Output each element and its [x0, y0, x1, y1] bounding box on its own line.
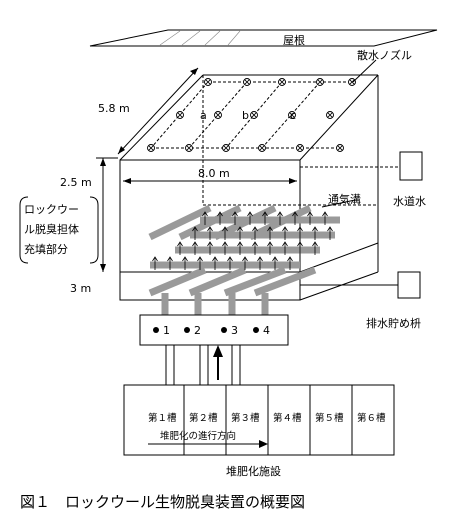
nozzle-icon: [176, 111, 184, 119]
nozzle-icon: [278, 78, 286, 86]
dim-width-label: 8.0 m: [198, 167, 230, 180]
row-label-b: b: [242, 109, 249, 122]
fan-box: 1 2 3 4: [139, 314, 289, 346]
nozzle-icon: [204, 78, 212, 86]
roof-label: 屋根: [283, 33, 305, 47]
dim-height-bottom-label: 3 m: [70, 282, 91, 295]
tank-2-label: 第２槽: [189, 412, 218, 424]
airflow-arrow: [312, 226, 318, 240]
tank-1-label: 第１槽: [148, 412, 177, 424]
duct-connectors: [161, 293, 269, 315]
nozzle-icon: [336, 144, 344, 152]
dim-depth: 5.8 m: [98, 67, 199, 155]
tap-water: 水道水: [300, 151, 426, 208]
row-label-c: c: [290, 109, 296, 122]
drain-tank: 排水貯め枡: [300, 271, 421, 330]
row-label-a: a: [200, 109, 207, 122]
airflow-arrow: [282, 241, 288, 255]
compost-facility-label: 堆肥化施設: [226, 464, 281, 478]
tank-5-label: 第５槽: [315, 412, 344, 424]
airflow-arrow: [292, 211, 298, 225]
packing-label-line-3: 充填部分: [24, 242, 68, 256]
airflow-arrow: [167, 256, 173, 270]
airflow-arrow: [202, 211, 208, 225]
nozzle-icon: [243, 78, 251, 86]
dim-height: 2.5 m 3 m: [60, 157, 118, 295]
nozzle-icon: [296, 144, 304, 152]
airflow-arrow: [287, 256, 293, 270]
airflow-arrow: [237, 241, 243, 255]
deodorizer-box: [119, 74, 379, 301]
fan-2-label: 2: [194, 324, 201, 337]
fan-1-label: 1: [163, 324, 170, 337]
airflow-arrow: [222, 226, 228, 240]
airflow-arrow: [297, 226, 303, 240]
nozzle-icon: [258, 144, 266, 152]
airflow-arrow: [252, 241, 258, 255]
airflow-arrow: [177, 241, 183, 255]
airflow-arrow: [232, 211, 238, 225]
spray-nozzles: a b c 散水ノズル: [147, 48, 412, 152]
nozzle-icon: [214, 111, 222, 119]
compost-direction-label: 堆肥化の進行方向: [160, 430, 236, 442]
packing-label-line-2: ル脱臭担体: [24, 222, 79, 236]
airflow-arrow: [192, 241, 198, 255]
airflow-arrow: [267, 241, 273, 255]
airflow-arrow: [212, 256, 218, 270]
airflow-arrow: [282, 226, 288, 240]
nozzle-icon: [250, 111, 258, 119]
tank-3-label: 第３槽: [231, 412, 260, 424]
fan-3-label: 3: [231, 324, 238, 337]
nozzle-icon: [326, 111, 334, 119]
airflow-arrow: [312, 241, 318, 255]
ventilation-channels: 通気溝: [148, 192, 361, 297]
nozzle-icon: [185, 144, 193, 152]
airflow-arrow: [182, 256, 188, 270]
airflow-arrow: [262, 211, 268, 225]
airflow-arrow: [297, 241, 303, 255]
figure-caption: 図１ ロックウール生物脱臭装置の概要図: [20, 493, 305, 511]
airflow-arrow: [152, 256, 158, 270]
tank-6-label: 第６槽: [357, 412, 386, 424]
airflow-arrow: [277, 211, 283, 225]
ventilation-channel-label: 通気溝: [328, 192, 361, 206]
drain-tank-label: 排水貯め枡: [366, 316, 421, 330]
spray-nozzle-label: 散水ノズル: [357, 48, 412, 62]
airflow-arrow: [207, 241, 213, 255]
roof: 屋根: [89, 29, 438, 47]
compost-facility: 第１槽 第２槽 第３槽 第４槽 第５槽 第６槽 堆肥化の進行方向 堆肥化施設: [123, 384, 395, 478]
airflow-arrow: [267, 226, 273, 240]
airflow-arrow: [322, 211, 328, 225]
fan-4-label: 4: [263, 324, 270, 337]
airflow-arrow: [197, 256, 203, 270]
airflow-arrow: [247, 211, 253, 225]
tank-4-label: 第４槽: [273, 412, 302, 424]
nozzle-icon: [147, 144, 155, 152]
airflow-arrow: [222, 241, 228, 255]
airflow-arrow: [327, 226, 333, 240]
airflow-arrow: [242, 256, 248, 270]
airflow-arrow: [217, 211, 223, 225]
dim-depth-label: 5.8 m: [98, 102, 130, 115]
intake-pipes: [165, 345, 241, 385]
airflow-arrow: [307, 211, 313, 225]
tap-water-label: 水道水: [393, 194, 426, 208]
nozzle-icon: [348, 78, 356, 86]
airflow-arrow: [237, 226, 243, 240]
airflow-arrow: [272, 256, 278, 270]
dim-height-top-label: 2.5 m: [60, 176, 92, 189]
airflow-arrow: [192, 226, 198, 240]
nozzle-icon: [316, 78, 324, 86]
airflow-arrow: [227, 256, 233, 270]
nozzle-icon: [222, 144, 230, 152]
dim-width: 8.0 m: [123, 167, 297, 184]
airflow-arrow: [252, 226, 258, 240]
packing-label: ロックウー ル脱臭担体 充填部分: [19, 196, 99, 264]
packing-label-line-1: ロックウー: [24, 203, 79, 216]
airflow-arrow: [257, 256, 263, 270]
nozzle-icon: [288, 111, 296, 119]
airflow-arrow: [207, 226, 213, 240]
